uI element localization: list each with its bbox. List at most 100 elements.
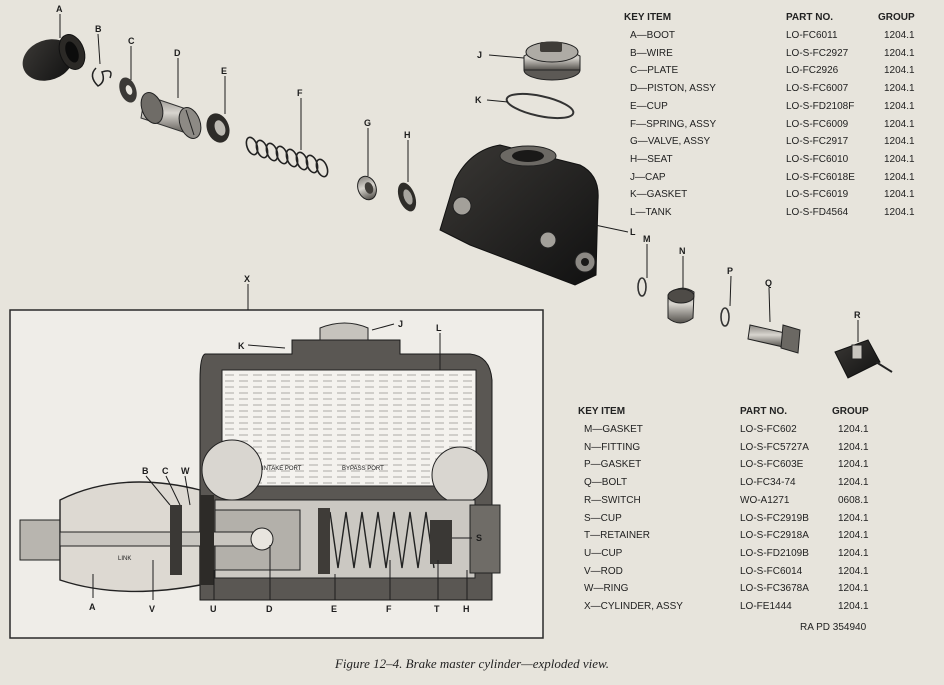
label-r: R — [854, 310, 861, 320]
part-c-plate — [119, 77, 137, 103]
item-part-number: LO-S-FC2919B — [740, 512, 809, 524]
label-f: F — [297, 88, 303, 98]
item-group: 0608.1 — [838, 494, 869, 506]
item-part-number: LO-S-FC6009 — [786, 118, 849, 130]
label-h: H — [404, 130, 411, 140]
item-entry: M—GASKET — [584, 424, 643, 435]
part-m-gasket — [637, 277, 647, 297]
header-key-item: KEY ITEM — [578, 406, 626, 417]
label-x: X — [244, 274, 250, 284]
label-u-inset: U — [210, 604, 217, 614]
item-part-number: LO-S-FC6014 — [740, 565, 803, 577]
item-part-number: LO-S-FC2917 — [786, 136, 849, 148]
item-entry: P—GASKET — [584, 459, 642, 471]
part-b-wire — [91, 67, 112, 87]
label-k: K — [475, 95, 482, 105]
item-group: 1204.1 — [884, 100, 915, 112]
item-group: 1204.1 — [838, 459, 869, 471]
label-m: M — [643, 234, 651, 244]
part-r-switch — [834, 339, 893, 379]
item-entry: R—SWITCH — [584, 494, 641, 506]
label-g: G — [364, 118, 371, 128]
item-part-number: LO-S-FD4564 — [786, 207, 849, 218]
label-a: A — [56, 4, 63, 14]
cross-section-inset: INTAKE PORT BYPASS PORT LINK — [9, 284, 544, 639]
label-c: C — [128, 36, 135, 46]
item-part-number: LO-S-FC603E — [740, 459, 804, 471]
part-p-gasket — [720, 307, 730, 327]
part-q-bolt — [747, 324, 801, 354]
label-a-inset: A — [89, 602, 96, 612]
item-group: 1204.1 — [884, 153, 915, 165]
item-entry: H—SEAT — [630, 153, 673, 165]
part-d-piston — [140, 92, 202, 139]
part-j-cap — [523, 41, 581, 81]
header-part-no: PART NO. — [740, 406, 788, 417]
item-entry: S—CUP — [584, 512, 622, 524]
item-part-number: LO-S-FD2108F — [786, 100, 855, 112]
item-entry: J—CAP — [630, 171, 666, 183]
header-part-no: PART NO. — [786, 12, 834, 23]
item-group: 1204.1 — [884, 207, 915, 218]
label-d-inset: D — [266, 604, 273, 614]
item-entry: D—PISTON, ASSY — [630, 83, 716, 95]
header-group: GROUP — [878, 12, 915, 23]
item-group: 1204.1 — [884, 65, 915, 77]
item-entry: B—WIRE — [630, 47, 673, 59]
item-group: 1204.1 — [884, 118, 915, 130]
label-w-inset: W — [181, 466, 190, 476]
item-part-number: LO-S-FC5727A — [740, 441, 809, 453]
item-entry: U—CUP — [584, 547, 623, 559]
item-part-number: LO-S-FC2918A — [740, 530, 809, 542]
label-b-inset: B — [142, 466, 149, 476]
label-p: P — [727, 266, 733, 276]
label-j: J — [477, 50, 482, 60]
item-part-number: LO-S-FC602 — [740, 424, 797, 435]
header-group: GROUP — [832, 406, 869, 417]
part-h-seat — [397, 182, 417, 212]
item-part-number: LO-FC34-74 — [740, 477, 796, 489]
item-group: 1204.1 — [884, 171, 915, 183]
item-group: 1204.1 — [884, 30, 915, 41]
part-a-boot — [22, 34, 86, 81]
item-group: 1204.1 — [838, 583, 869, 595]
item-part-number: LO-S-FC6007 — [786, 83, 849, 95]
item-group: 1204.1 — [838, 512, 869, 524]
item-part-number: LO-S-FC6019 — [786, 189, 849, 201]
part-e-cup — [206, 113, 230, 143]
item-part-number: WO-A1271 — [740, 494, 790, 506]
item-group: 1204.1 — [838, 565, 869, 577]
label-e: E — [221, 66, 227, 76]
label-q: Q — [765, 278, 772, 288]
label-e-inset: E — [331, 604, 337, 614]
part-g-valve — [357, 175, 377, 201]
label-b: B — [95, 24, 102, 34]
label-v-inset: V — [149, 604, 155, 614]
item-part-number: LO-S-FC6018E — [786, 171, 855, 183]
part-f-spring — [245, 136, 329, 178]
item-part-number: LO-S-FC3678A — [740, 583, 809, 595]
item-part-number: LO-FC6011 — [786, 30, 838, 41]
item-group: 1204.1 — [884, 136, 915, 148]
item-entry: X—CYLINDER, ASSY — [584, 601, 683, 612]
item-entry: T—RETAINER — [584, 530, 650, 542]
link-label: LINK — [118, 556, 131, 562]
item-entry: L—TANK — [630, 207, 672, 218]
item-group: 1204.1 — [884, 83, 915, 95]
item-group: 1204.1 — [884, 189, 915, 201]
item-part-number: LO-S-FC6010 — [786, 153, 849, 165]
item-group: 1204.1 — [884, 47, 915, 59]
label-t-inset: T — [434, 604, 440, 614]
item-entry: F—SPRING, ASSY — [630, 118, 717, 130]
bypass-port-label: BYPASS PORT — [342, 466, 384, 472]
part-k-gasket — [505, 92, 575, 120]
item-entry: E—CUP — [630, 100, 668, 112]
part-n-fitting — [667, 287, 695, 324]
header-key-item: KEY ITEM — [624, 12, 672, 23]
item-group: 1204.1 — [838, 530, 869, 542]
label-h-inset: H — [463, 604, 470, 614]
label-l-inset: L — [436, 323, 442, 333]
item-entry: C—PLATE — [630, 65, 679, 77]
label-f-inset: F — [386, 604, 392, 614]
label-d: D — [174, 48, 181, 58]
